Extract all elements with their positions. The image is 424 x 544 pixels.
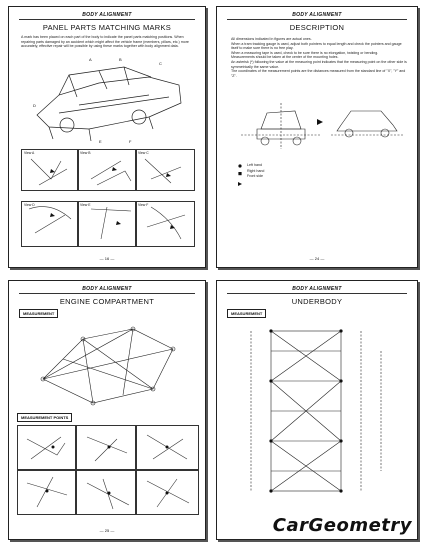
point-cell [17, 469, 77, 515]
view-a-cell: View A [21, 149, 79, 191]
page-number: — 16 — [99, 256, 115, 261]
svg-text:B: B [119, 57, 122, 62]
page-title: DESCRIPTION [289, 23, 345, 32]
point-cell [17, 425, 77, 471]
legend-front-side: Front side [247, 174, 263, 179]
svg-text:F: F [129, 139, 132, 144]
underbody-diagram [250, 329, 382, 493]
page-title: ENGINE COMPARTMENT [59, 297, 155, 306]
page-underbody: BODY ALIGNMENT UNDERBODY MEASUREMENT [216, 280, 418, 540]
measurement-points-illustration [26, 434, 190, 510]
view-label: View F [138, 203, 149, 207]
bullet-item: When a tram tracking gauge is used, adju… [231, 41, 402, 51]
view-c-cell: View C [135, 149, 195, 191]
header-rule [227, 293, 407, 294]
page-header: BODY ALIGNMENT [82, 12, 132, 18]
svg-text:A: A [89, 57, 92, 62]
page-description: BODY ALIGNMENT DESCRIPTION All dimension… [216, 6, 418, 268]
page-header: BODY ALIGNMENT [292, 12, 342, 18]
legend-list: Left hand Right hand Front side [247, 163, 264, 179]
view-e-cell: View E [77, 201, 137, 247]
point-cell [135, 469, 199, 515]
header-rule [227, 19, 407, 20]
svg-text:C: C [159, 61, 162, 66]
point-cell [75, 425, 137, 471]
page-panel-parts-matching-marks: BODY ALIGNMENT PANEL PARTS MATCHING MARK… [8, 6, 206, 268]
description-bullets: All dimensions indicated in figures are … [231, 37, 407, 78]
coordinate-diagram [241, 103, 403, 149]
view-label: View C [138, 151, 149, 155]
points-section-label: MEASUREMENT POINTS [17, 413, 73, 422]
section-label: MEASUREMENT [227, 309, 267, 318]
bullet-item: An asterisk (*) following the value at t… [231, 59, 407, 69]
header-rule [19, 293, 195, 294]
legend-right-hand: Right hand [247, 168, 265, 173]
page-number: — 24 — [309, 256, 325, 261]
page-title: PANEL PARTS MATCHING MARKS [42, 23, 172, 32]
engine-compartment-diagram [40, 326, 176, 406]
bullet-item: Measurements should be taken at the cent… [231, 55, 339, 60]
svg-text:D: D [33, 103, 36, 108]
page-number: — 25 — [99, 528, 115, 533]
view-details-illustration [28, 158, 186, 240]
view-label: View A [24, 151, 35, 155]
view-b-cell: View B [77, 149, 137, 191]
view-label: View E [80, 203, 91, 207]
bullet-item: All dimensions indicated in figures are … [231, 37, 312, 41]
svg-text:E: E [99, 139, 102, 144]
header-rule [19, 19, 195, 20]
legend-left-hand: Left hand [247, 163, 262, 167]
vehicle-body-illustration: A B C D E F [33, 57, 182, 144]
page-header: BODY ALIGNMENT [292, 286, 342, 292]
point-cell [135, 425, 199, 471]
view-label: View D [24, 203, 35, 207]
page-title: UNDERBODY [291, 297, 343, 306]
watermark-logo: CarGeometry [272, 515, 412, 536]
bullet-item: The coordinates of the measurement point… [231, 69, 406, 78]
intro-paragraph: A mark has been placed on each part of t… [21, 35, 189, 49]
legend-symbols [238, 164, 242, 186]
view-d-cell: View D [21, 201, 79, 247]
point-cell [75, 469, 137, 515]
view-label: View B [80, 151, 91, 155]
view-f-cell: View F [135, 201, 195, 247]
page-header: BODY ALIGNMENT [82, 286, 132, 292]
section-label: MEASUREMENT [19, 309, 59, 318]
bullet-item: When a measuring tape is used, check to … [231, 50, 379, 55]
page-engine-compartment: BODY ALIGNMENT ENGINE COMPARTMENT MEASUR… [8, 280, 206, 540]
